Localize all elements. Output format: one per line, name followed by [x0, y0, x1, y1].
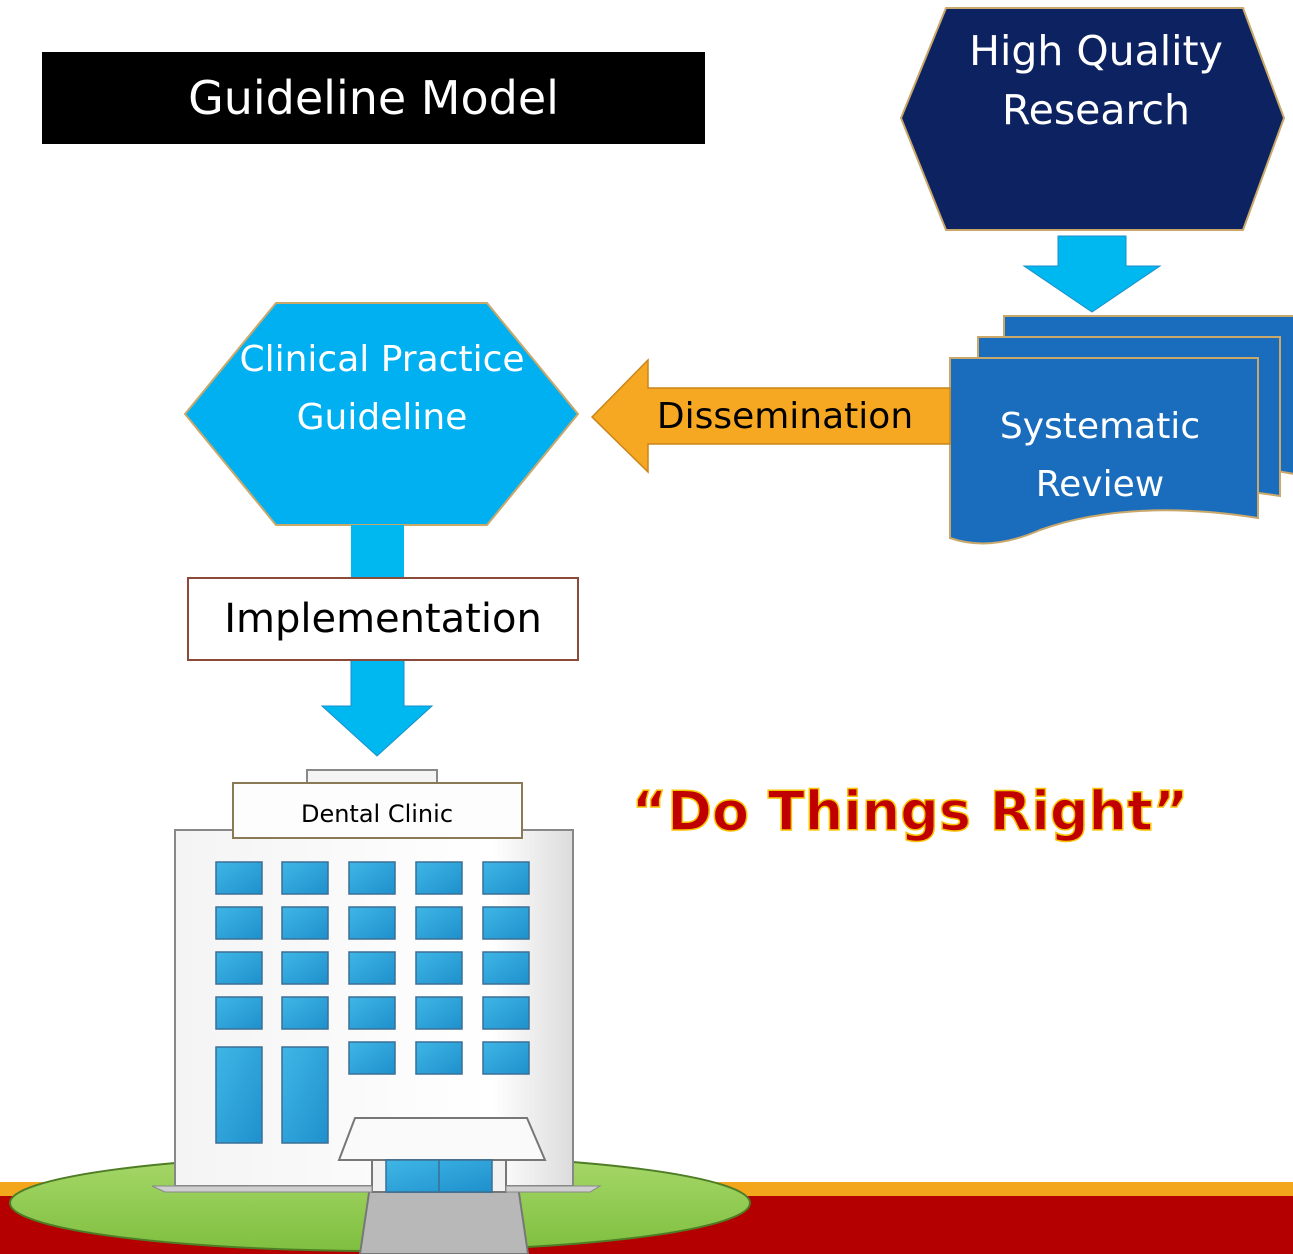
- guideline-label: Clinical Practice Guideline: [239, 339, 525, 438]
- page-title: Guideline Model: [188, 71, 559, 125]
- implementation-label: Implementation: [224, 596, 542, 642]
- arrow-research-to-review: [1022, 235, 1162, 313]
- dissemination-arrow: [590, 358, 951, 474]
- dental-clinic-building: [151, 769, 602, 1193]
- systematic-review-label: Systematic Review: [999, 406, 1201, 505]
- slogan-text: “Do Things Right”: [631, 779, 1189, 844]
- research-hexagon: [899, 7, 1286, 231]
- building-windows: [215, 861, 530, 1144]
- clinic-sign-label: Dental Clinic: [300, 800, 454, 828]
- implementation-arrow-shaft: [351, 525, 404, 579]
- implementation-box: Implementation: [187, 577, 579, 661]
- clinic-sign: [232, 782, 523, 839]
- implementation-arrow-head: [320, 659, 434, 757]
- research-label: High Quality Research: [969, 27, 1223, 134]
- guideline-hexagon: [183, 302, 580, 526]
- systematic-review-docs: [949, 315, 1293, 545]
- title-bar: Guideline Model: [42, 52, 705, 144]
- dissemination-label: Dissemination: [656, 396, 914, 437]
- walkway: [358, 1185, 530, 1254]
